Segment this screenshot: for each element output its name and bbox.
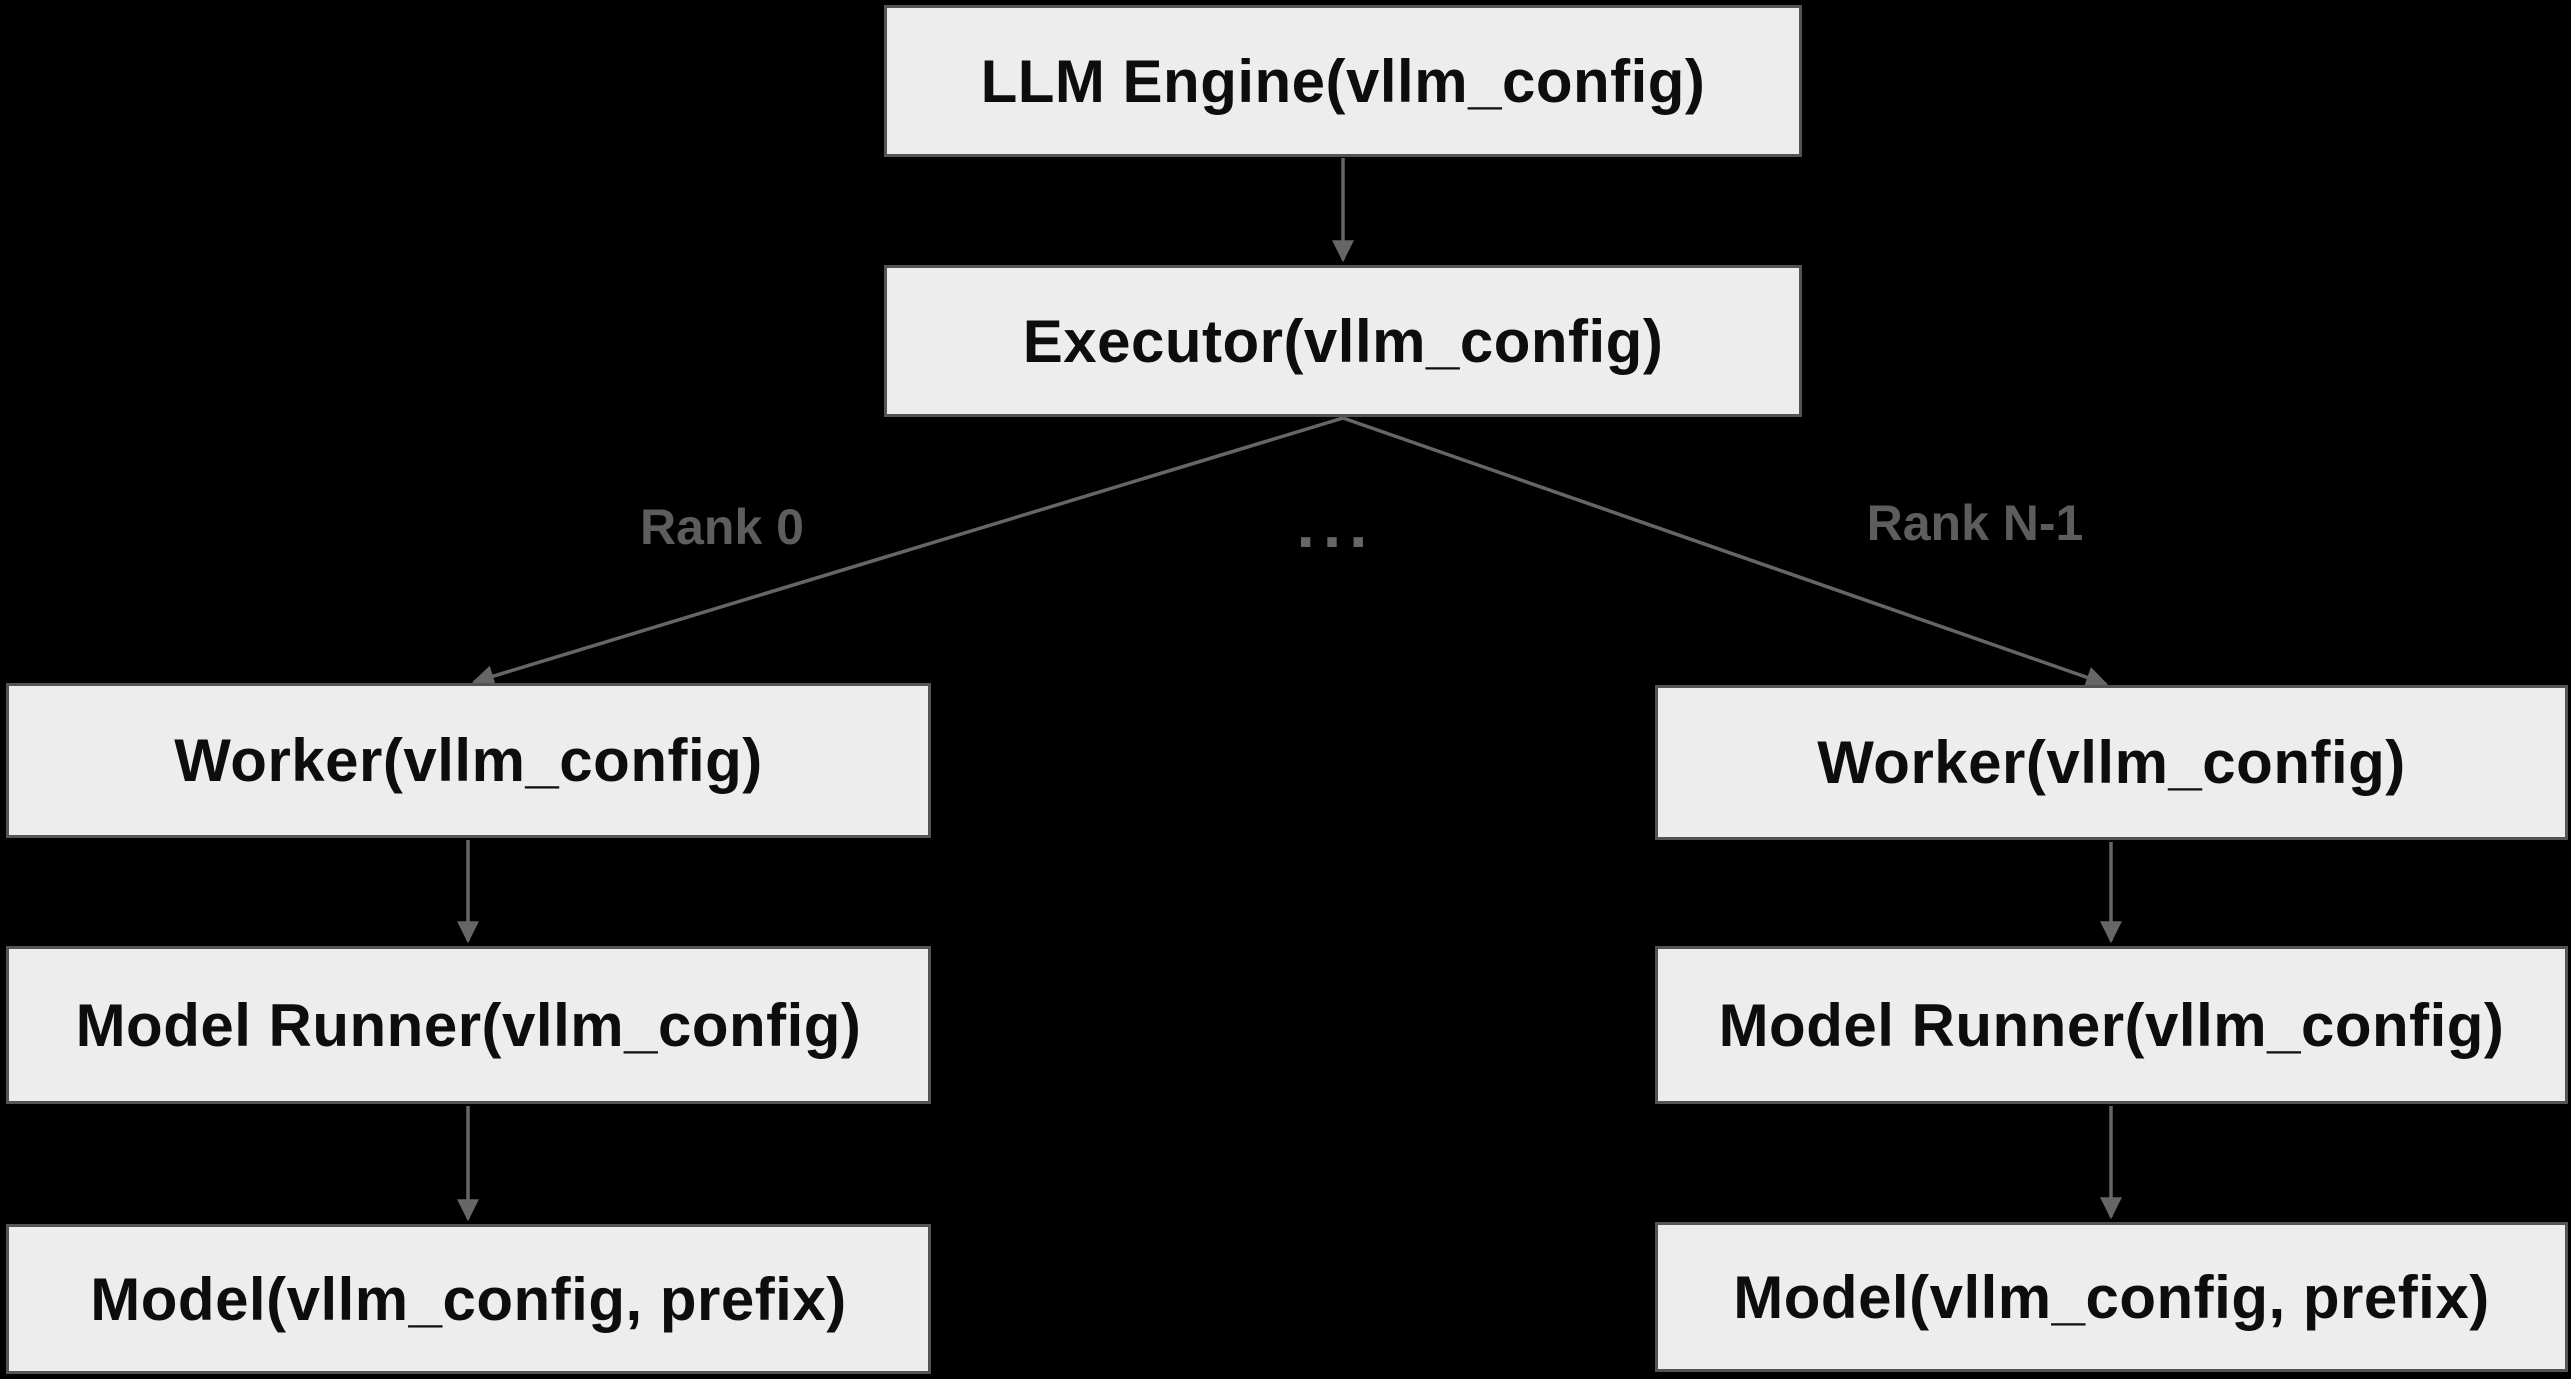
edge-executor-workerN <box>1342 416 2109 688</box>
node-executor-label: Executor(vllm_config) <box>1022 307 1664 375</box>
node-model-runner-rankN: Model Runner(vllm_config) <box>1655 946 2568 1104</box>
node-model-runner-rank0-label: Model Runner(vllm_config) <box>75 991 862 1059</box>
node-worker-rank0-label: Worker(vllm_config) <box>174 727 763 794</box>
node-model-runner-rank0: Model Runner(vllm_config) <box>6 946 931 1104</box>
node-executor: Executor(vllm_config) <box>884 265 1802 417</box>
edge-label-ellipsis: ... <box>1296 487 1376 561</box>
node-worker-rank0: Worker(vllm_config) <box>6 683 931 838</box>
node-model-rank0-label: Model(vllm_config, prefix) <box>90 1265 847 1333</box>
edge-executor-worker0 <box>471 416 1344 687</box>
node-llm-engine: LLM Engine(vllm_config) <box>884 5 1802 157</box>
node-model-runner-rankN-label: Model Runner(vllm_config) <box>1718 991 2505 1059</box>
node-model-rank0: Model(vllm_config, prefix) <box>6 1224 931 1374</box>
edge-label-rank-n-1: Rank N-1 <box>1866 495 2084 551</box>
edge-label-rank-0: Rank 0 <box>640 499 804 555</box>
node-worker-rankN: Worker(vllm_config) <box>1655 685 2568 840</box>
node-llm-engine-label: LLM Engine(vllm_config) <box>980 47 1706 115</box>
node-worker-rankN-label: Worker(vllm_config) <box>1817 729 2406 796</box>
node-model-rankN-label: Model(vllm_config, prefix) <box>1733 1263 2490 1331</box>
node-model-rankN: Model(vllm_config, prefix) <box>1655 1222 2568 1372</box>
